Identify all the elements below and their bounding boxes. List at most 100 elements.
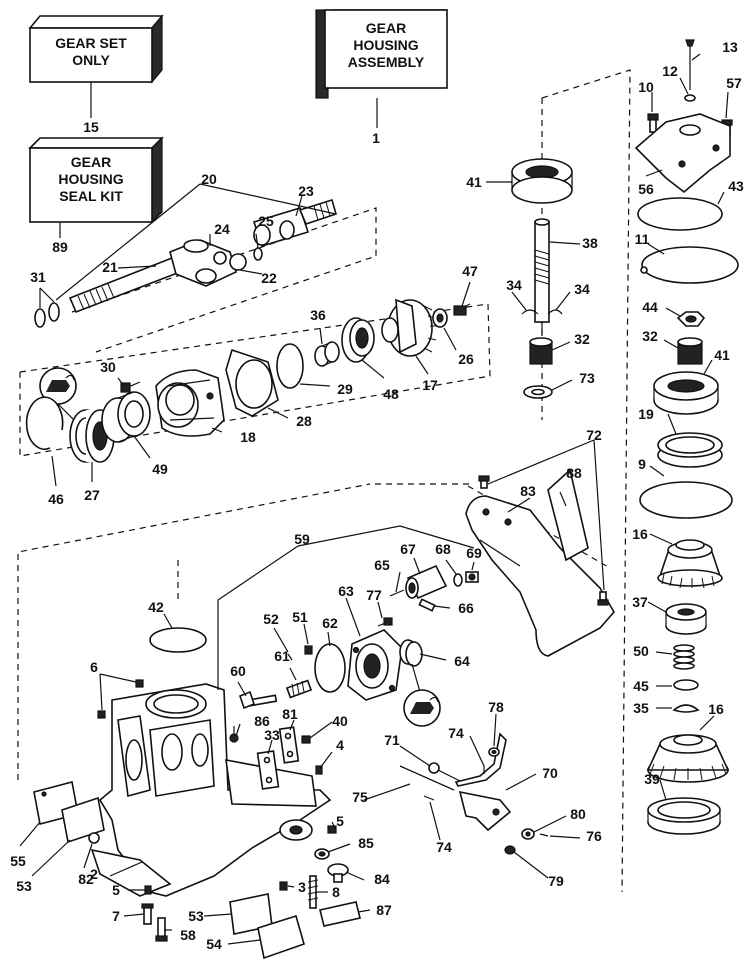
callout-69: 69	[466, 545, 482, 561]
seal-kit-line2: HOUSING	[58, 171, 123, 187]
callout-2: 2	[90, 866, 98, 882]
callout-36: 36	[310, 307, 326, 323]
callout-76: 76	[586, 828, 602, 844]
callout-52: 52	[263, 611, 279, 627]
gasket-28	[225, 348, 279, 417]
driveshaft-group-outline	[71, 207, 377, 353]
callout-44: 44	[642, 299, 658, 315]
pin-3	[279, 881, 288, 891]
callout-47: 47	[462, 263, 478, 279]
callout-27: 27	[84, 487, 100, 503]
housing-group-outline	[17, 483, 371, 780]
callout-30: 30	[100, 359, 116, 375]
o-ring-43	[637, 197, 723, 231]
seal-kit-line1: GEAR	[71, 154, 111, 170]
washer-82	[88, 832, 100, 844]
propshaft-bearing-group-outline	[19, 303, 491, 457]
plate-33	[256, 750, 280, 790]
washer-45	[673, 679, 699, 691]
callout-54: 54	[206, 936, 222, 952]
callout-13: 13	[722, 39, 738, 55]
callout-89: 89	[52, 239, 68, 255]
plate-81	[278, 726, 300, 764]
pin-65	[389, 589, 405, 597]
screw-30	[120, 381, 141, 393]
shift-bracket-70	[454, 732, 512, 832]
callout-42: 42	[148, 599, 164, 615]
callout-39: 39	[644, 771, 660, 787]
o-ring-29	[276, 343, 304, 389]
gear-17	[381, 298, 438, 357]
callout-40: 40	[332, 713, 348, 729]
shift-rod-75	[399, 765, 455, 791]
screw-72b	[597, 591, 609, 606]
callout-63: 63	[338, 583, 354, 599]
callout-11: 11	[635, 231, 650, 247]
o-ring-12	[684, 94, 696, 102]
callout-48: 48	[383, 386, 399, 402]
callout-25: 25	[258, 213, 274, 229]
callout-7: 7	[112, 908, 120, 924]
gear-housing-assembly-box: GEAR HOUSING ASSEMBLY	[315, 9, 448, 99]
plate-88	[547, 468, 589, 562]
seal-kit-line3: SEAL KIT	[59, 188, 123, 204]
callout-67: 67	[400, 541, 416, 557]
valve-67	[405, 564, 448, 600]
callout-29: 29	[337, 381, 353, 397]
o-ring-68	[453, 573, 463, 587]
callout-84: 84	[374, 871, 390, 887]
callout-26: 26	[458, 351, 474, 367]
thrust-washer-73	[523, 385, 553, 399]
bearing-39	[647, 797, 721, 835]
pin-66	[418, 598, 436, 612]
screw-6a	[135, 679, 144, 688]
pin-74b	[423, 795, 435, 801]
driveshaft-assembly	[68, 198, 337, 314]
callout-53: 53	[16, 878, 32, 894]
callout-3: 3	[298, 879, 306, 895]
cover-56	[634, 113, 731, 194]
bearing-housing-18	[155, 369, 225, 437]
washer-26	[432, 308, 448, 328]
water-pump-63	[347, 629, 403, 701]
screw-77	[377, 617, 393, 627]
dipstick-13	[685, 39, 695, 90]
callout-66: 66	[458, 600, 474, 616]
pin-76	[539, 833, 549, 837]
bearing-49	[101, 391, 151, 443]
spring-50	[673, 644, 695, 670]
callout-41: 41	[714, 347, 730, 363]
callout-31: 31	[30, 269, 46, 285]
fitting-69	[465, 571, 479, 583]
washer-80	[521, 828, 535, 840]
plate-54	[257, 914, 305, 960]
screw-4	[315, 765, 323, 775]
o-ring-42	[149, 627, 207, 653]
bearing-cup-19	[657, 432, 723, 468]
callout-45: 45	[633, 678, 649, 694]
callout-12: 12	[662, 63, 678, 79]
callout-50: 50	[633, 643, 649, 659]
callout-77: 77	[366, 587, 382, 603]
callout-16: 16	[708, 701, 724, 717]
gear-set-box-line1: GEAR SET	[55, 35, 127, 51]
bearing-37	[665, 603, 707, 635]
callout-82: 82	[78, 871, 94, 887]
callout-38: 38	[582, 235, 598, 251]
callout-73: 73	[579, 370, 595, 386]
callout-4: 4	[336, 737, 344, 753]
pin-52	[287, 653, 293, 661]
callout-83: 83	[520, 483, 536, 499]
callout-87: 87	[376, 902, 392, 918]
callout-75: 75	[352, 789, 368, 805]
screw-40	[301, 735, 311, 744]
gear-16-top	[657, 539, 723, 589]
callout-57: 57	[726, 75, 742, 91]
screw-10	[647, 113, 659, 133]
callout-28: 28	[296, 413, 312, 429]
screw-58	[155, 917, 168, 942]
gasket-62	[314, 643, 346, 693]
callout-65: 65	[374, 557, 390, 573]
impeller-liner-64	[399, 639, 423, 667]
callout-62: 62	[322, 615, 338, 631]
